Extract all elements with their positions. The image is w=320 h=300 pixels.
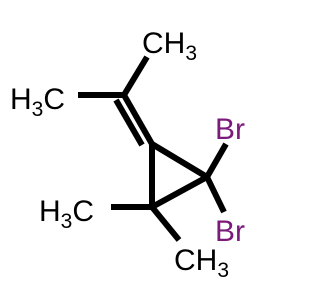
top-methyl-subscript: 3: [185, 42, 197, 65]
double-bond-outer: [121, 93, 155, 146]
ring-methyl-left-main: H: [39, 195, 61, 228]
bond-bromine-top: [204, 142, 229, 179]
bond-top-methyl: [121, 55, 150, 97]
ring-bond-top: [150, 141, 209, 180]
bond-ring-methyl-bottom: [149, 205, 182, 242]
ring-methyl-left-label: H3C: [39, 195, 94, 233]
molecule-structure: CH3 H3C Br H3C Br CH3: [10, 27, 246, 282]
left-methyl-subscript: 3: [32, 98, 44, 121]
left-methyl-label: H3C: [10, 83, 65, 121]
left-methyl-tail: C: [43, 83, 65, 116]
bond-bromine-bottom: [204, 175, 227, 214]
ring-methyl-left-subscript: 3: [61, 210, 73, 233]
bromine-top-label: Br: [215, 113, 245, 146]
top-methyl-label: CH3: [142, 27, 197, 65]
ring-methyl-bottom-main: CH: [174, 244, 217, 277]
bond-group: [78, 55, 229, 242]
bromine-bottom-label: Br: [215, 215, 245, 248]
double-bond-inner: [113, 98, 145, 147]
top-methyl-main: CH: [142, 27, 185, 60]
ring-methyl-bottom-label: CH3: [174, 244, 229, 282]
left-methyl-main: H: [10, 83, 32, 116]
ring-methyl-bottom-subscript: 3: [217, 259, 229, 282]
ring-bond-right: [150, 174, 209, 210]
ring-methyl-left-tail: C: [72, 195, 94, 228]
